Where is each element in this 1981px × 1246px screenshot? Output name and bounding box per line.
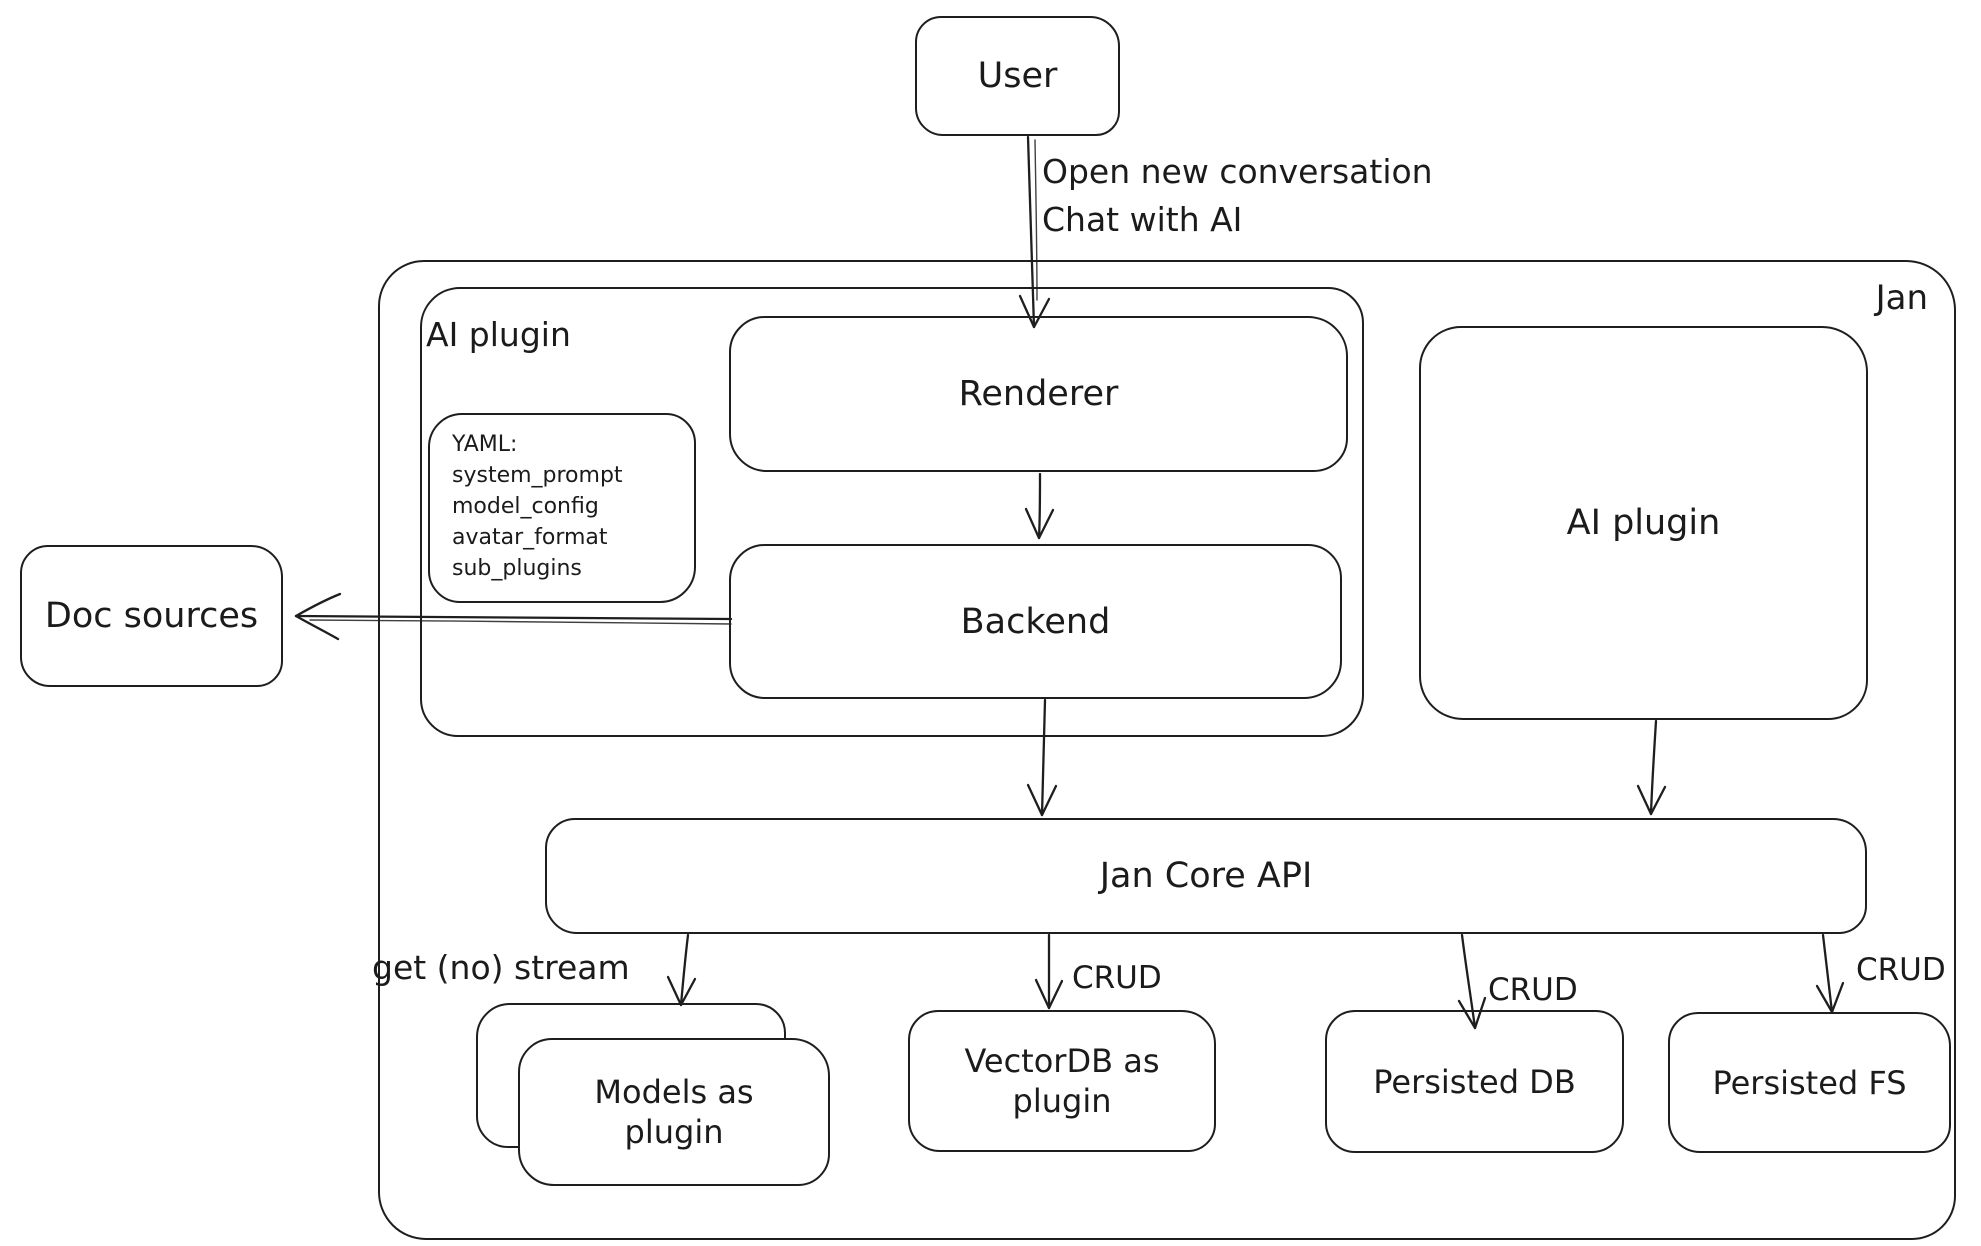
node-user: User bbox=[915, 16, 1120, 136]
node-vectordb-plugin: VectorDB as plugin bbox=[908, 1010, 1216, 1152]
node-jan-core-api-label: Jan Core API bbox=[1099, 856, 1313, 896]
node-persisted-fs-label: Persisted FS bbox=[1712, 1063, 1907, 1102]
yaml-note-line: model_config bbox=[452, 494, 599, 519]
arrowhead-left-icon bbox=[294, 592, 342, 641]
node-models-plugin-label: Models as plugin bbox=[594, 1073, 754, 1151]
node-renderer-label: Renderer bbox=[958, 374, 1119, 414]
edge-label-user-action: Open new conversation Chat with AI bbox=[1042, 148, 1433, 244]
edge-label-user-action-line1: Open new conversation bbox=[1042, 152, 1433, 191]
yaml-note-line: avatar_format bbox=[452, 525, 608, 550]
node-doc-sources-label: Doc sources bbox=[44, 596, 259, 636]
node-backend: Backend bbox=[729, 544, 1342, 699]
node-yaml-note: YAML: system_prompt model_config avatar_… bbox=[428, 413, 696, 603]
node-persisted-fs: Persisted FS bbox=[1668, 1012, 1951, 1153]
node-jan-core-api: Jan Core API bbox=[545, 818, 1867, 934]
node-vectordb-plugin-label: VectorDB as plugin bbox=[964, 1042, 1160, 1120]
edge-label-user-action-line2: Chat with AI bbox=[1042, 200, 1243, 239]
edge-label-get-stream: get (no) stream bbox=[372, 948, 630, 987]
node-ai-plugin-right-label: AI plugin bbox=[1566, 503, 1721, 543]
node-doc-sources: Doc sources bbox=[20, 545, 283, 687]
node-models-plugin: Models as plugin bbox=[518, 1038, 830, 1186]
yaml-note-line: YAML: bbox=[452, 432, 518, 457]
node-backend-label: Backend bbox=[960, 601, 1111, 642]
yaml-note-line: sub_plugins bbox=[452, 556, 582, 581]
node-renderer: Renderer bbox=[729, 316, 1348, 472]
node-ai-plugin-right: AI plugin bbox=[1419, 326, 1868, 720]
container-ai-plugin-left-label: AI plugin bbox=[426, 315, 571, 354]
edge-label-crud-persisted-fs: CRUD bbox=[1856, 952, 1946, 988]
container-jan-label: Jan bbox=[1875, 278, 1928, 318]
yaml-note-line: system_prompt bbox=[452, 463, 623, 488]
edge-label-crud-vectordb: CRUD bbox=[1072, 960, 1162, 996]
edge-label-crud-persisted-db: CRUD bbox=[1488, 972, 1578, 1008]
node-user-label: User bbox=[977, 56, 1058, 96]
node-persisted-db: Persisted DB bbox=[1325, 1010, 1624, 1153]
node-persisted-db-label: Persisted DB bbox=[1373, 1062, 1576, 1101]
